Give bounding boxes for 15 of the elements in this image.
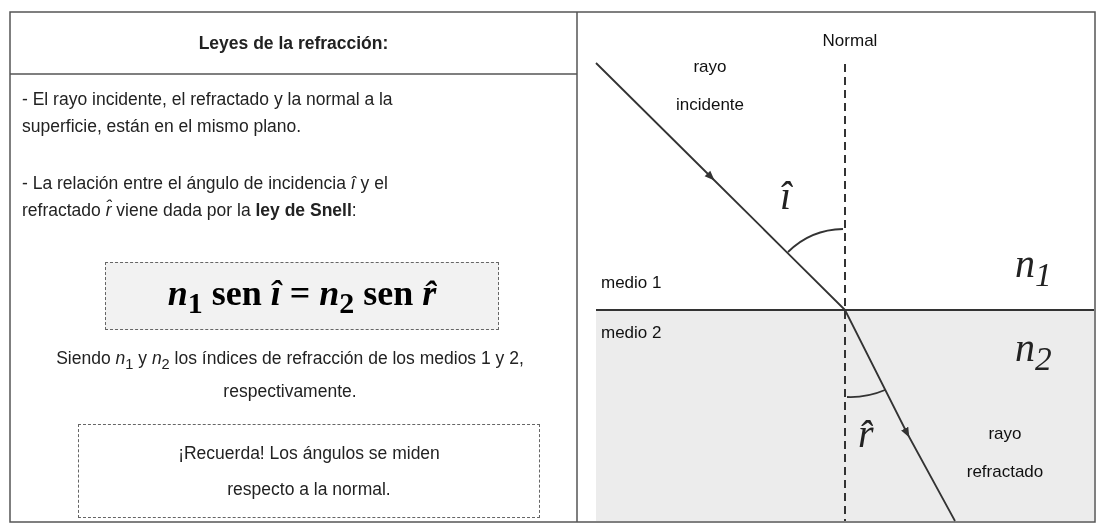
rule-text: - La relación entre el ángulo de incidencia î y el refractado r̂ viene dada por la ley de Snell: [22,172,389,222]
angle-label: r̂ [858,410,874,457]
reminder-box: ¡Recuerda! Los ángulos se miden respecto a la normal. [78,424,540,518]
angle-label: î [780,172,792,219]
heading: Leyes de la refracción: [197,32,390,55]
formula-box: n$_{1}$ sen î = n$_{2}$ sen r̂ [105,262,499,330]
ray-label: rayo refractado [965,423,1045,483]
refractive-index-label: n$_{1}$ [1015,240,1052,294]
rule-text: - El rayo incidente, el refractado y la normal a la superficie, están en el mismo plano. [22,88,394,138]
medium-label: medio 1 [601,272,662,294]
note-text: Siendo n$_{1}$ y n$_{2}$ los índices de refracción de los medios 1 y 2, respectivamente. [55,347,525,403]
medium-label: medio 2 [601,322,662,344]
ray-label: rayo incidente [674,56,746,116]
normal-label: Normal [821,30,879,52]
refractive-index-label: n$_{2}$ [1015,324,1052,378]
